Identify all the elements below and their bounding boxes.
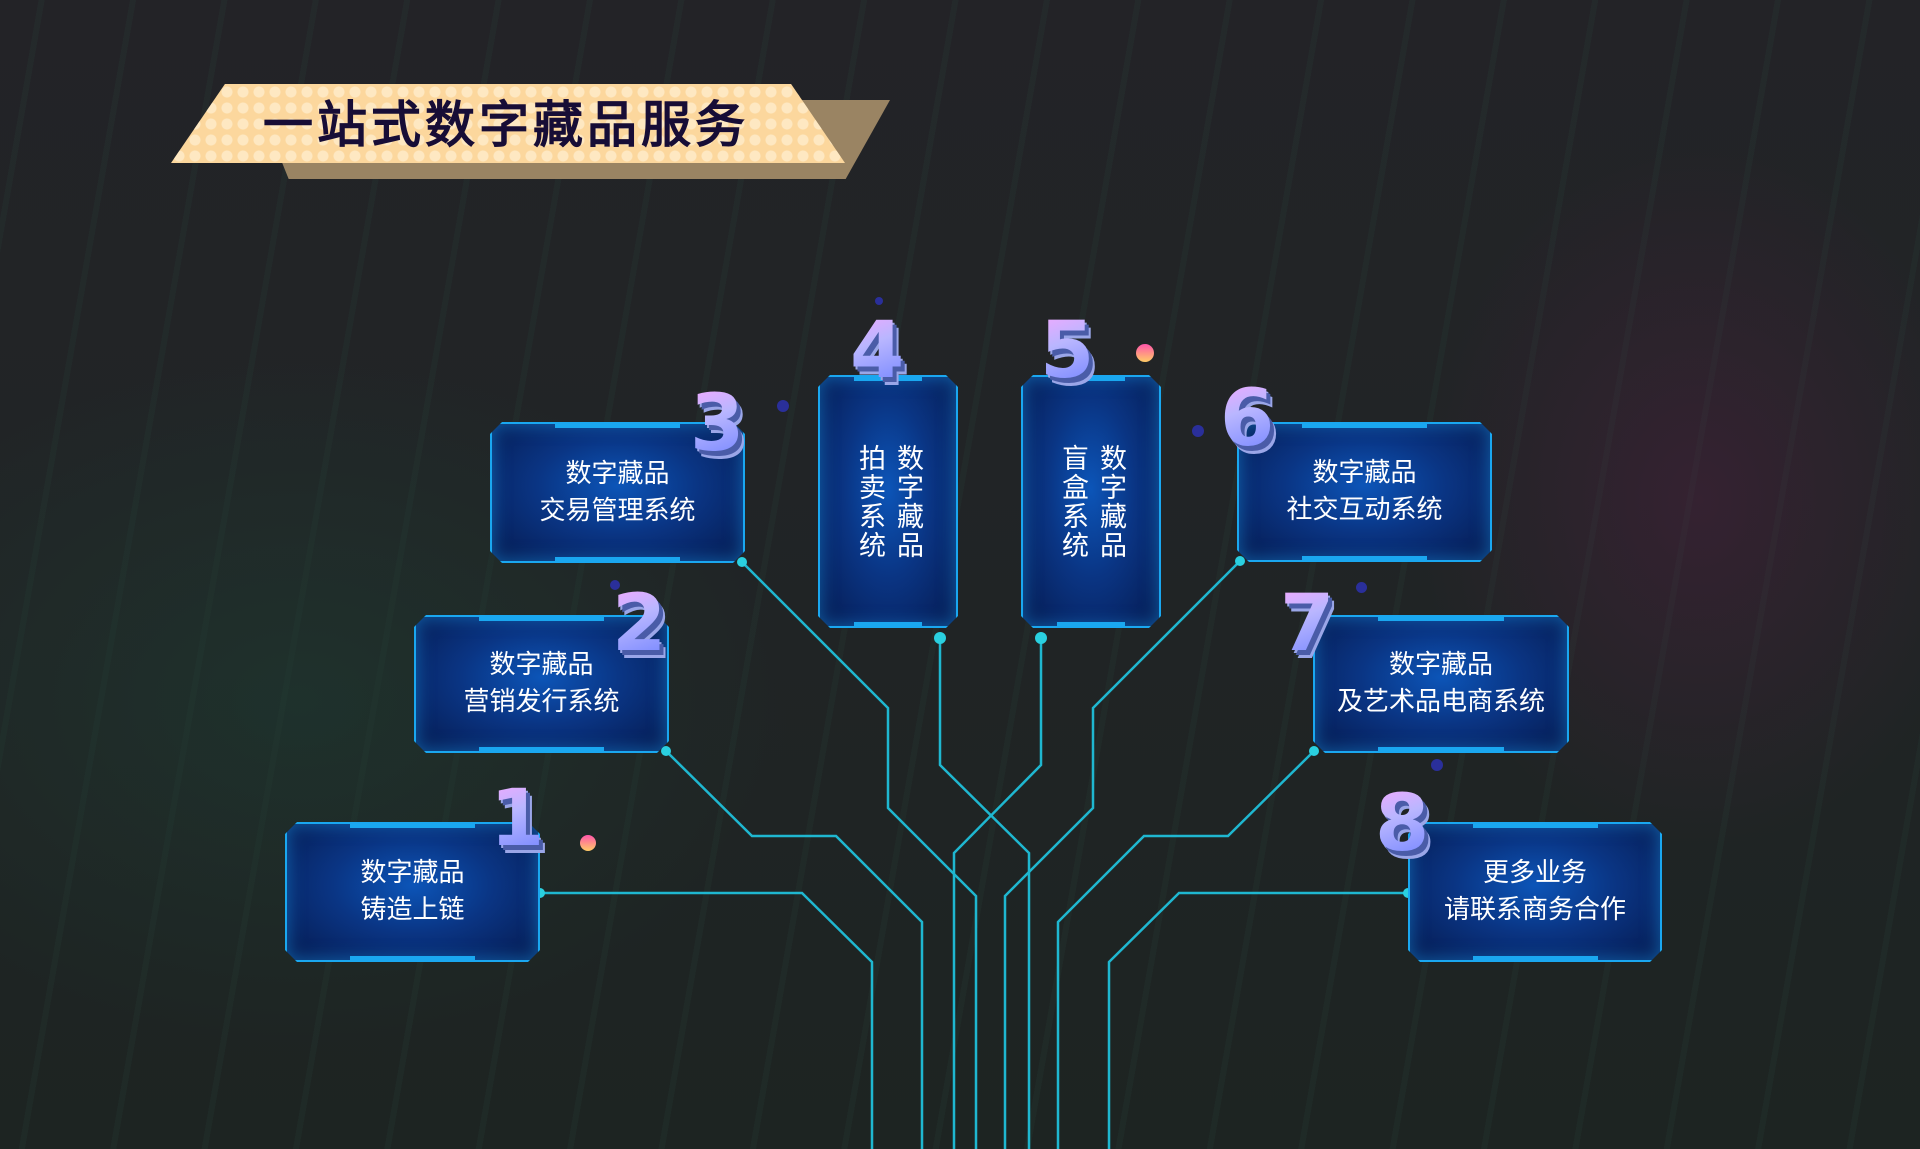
line-card-1: [540, 891, 874, 1149]
number-badge-2: 2: [612, 579, 667, 669]
card-text: 数字藏品拍卖系统: [854, 443, 923, 560]
card-ecommerce[interactable]: 数字藏品及艺术品电商系统: [1313, 615, 1569, 753]
number-badge-7: 7: [1280, 579, 1335, 669]
card-text: 数字藏品盲盒系统: [1057, 443, 1126, 560]
card-trading[interactable]: 数字藏品交易管理系统: [490, 422, 745, 563]
particle-dot: [1192, 425, 1204, 437]
number-badge-5: 5: [1040, 306, 1095, 396]
node-dot: [1235, 556, 1245, 566]
node-dot: [1035, 632, 1047, 644]
card-minting[interactable]: 数字藏品铸造上链: [285, 822, 540, 962]
node-dot: [661, 746, 671, 756]
page-title: 一站式数字藏品服务: [263, 96, 749, 154]
number-badge-8: 8: [1375, 779, 1430, 869]
card-text: 数字藏品社交互动系统: [1286, 458, 1443, 525]
line-card-4: [938, 638, 1031, 1149]
line-card-5: [952, 638, 1043, 1149]
card-text: 数字藏品营销发行系统: [463, 650, 620, 717]
particle-dot: [1431, 759, 1443, 771]
card-text: 数字藏品及艺术品电商系统: [1336, 650, 1545, 717]
particle-dot: [580, 835, 596, 851]
card-text: 更多业务请联系商务合作: [1443, 858, 1626, 925]
title-banner: [171, 84, 845, 163]
number-badge-3: 3: [690, 379, 745, 469]
number-badge-1: 1: [490, 774, 545, 864]
particle-dot: [1136, 344, 1154, 362]
card-social[interactable]: 数字藏品社交互动系统: [1237, 422, 1492, 562]
line-card-6: [1003, 560, 1241, 1149]
card-text: 数字藏品交易管理系统: [539, 458, 696, 526]
line-card-8: [1107, 891, 1408, 1149]
node-dot: [737, 557, 747, 567]
number-badge-4: 4: [850, 306, 905, 396]
particle-dot: [777, 400, 789, 412]
card-text: 数字藏品铸造上链: [360, 858, 465, 925]
particle-dot: [875, 297, 883, 305]
node-dot: [934, 632, 946, 644]
card-blindbox[interactable]: 数字藏品盲盒系统: [1021, 375, 1161, 628]
node-dot: [1309, 746, 1319, 756]
line-card-2: [665, 750, 924, 1149]
particle-dot: [1356, 582, 1367, 593]
card-auction[interactable]: 数字藏品拍卖系统: [818, 375, 958, 628]
card-marketing[interactable]: 数字藏品营销发行系统: [414, 615, 669, 753]
number-badge-6: 6: [1220, 374, 1275, 464]
card-more-business[interactable]: 更多业务请联系商务合作: [1408, 822, 1662, 962]
line-card-7: [1056, 750, 1315, 1149]
line-card-3: [741, 561, 978, 1149]
particle-dot: [610, 580, 620, 590]
